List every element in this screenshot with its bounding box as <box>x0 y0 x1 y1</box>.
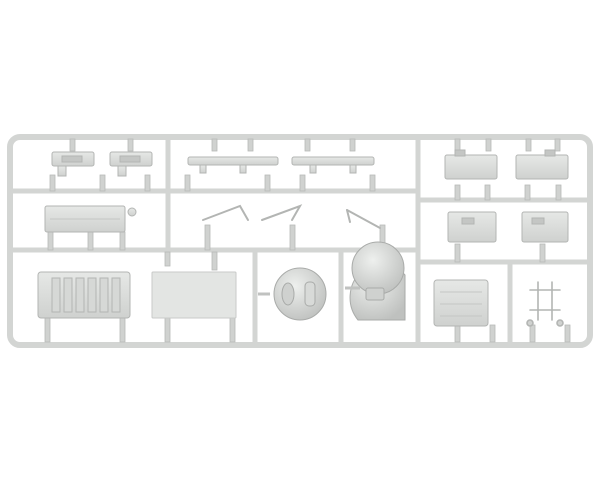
left-frame-part <box>44 205 137 233</box>
top-left-clips <box>51 151 153 177</box>
right-top-boxes <box>444 149 569 180</box>
sprue-frame <box>7 134 593 348</box>
right-box-part <box>433 279 489 327</box>
right-mid-boxes <box>447 211 569 243</box>
ribbed-panel <box>37 271 131 319</box>
top-rails <box>187 156 375 174</box>
round-hatch <box>258 267 327 321</box>
flat-plate <box>151 271 237 319</box>
small-brackets <box>526 281 564 327</box>
bracket-parts <box>202 204 381 229</box>
dome-part <box>345 241 406 321</box>
